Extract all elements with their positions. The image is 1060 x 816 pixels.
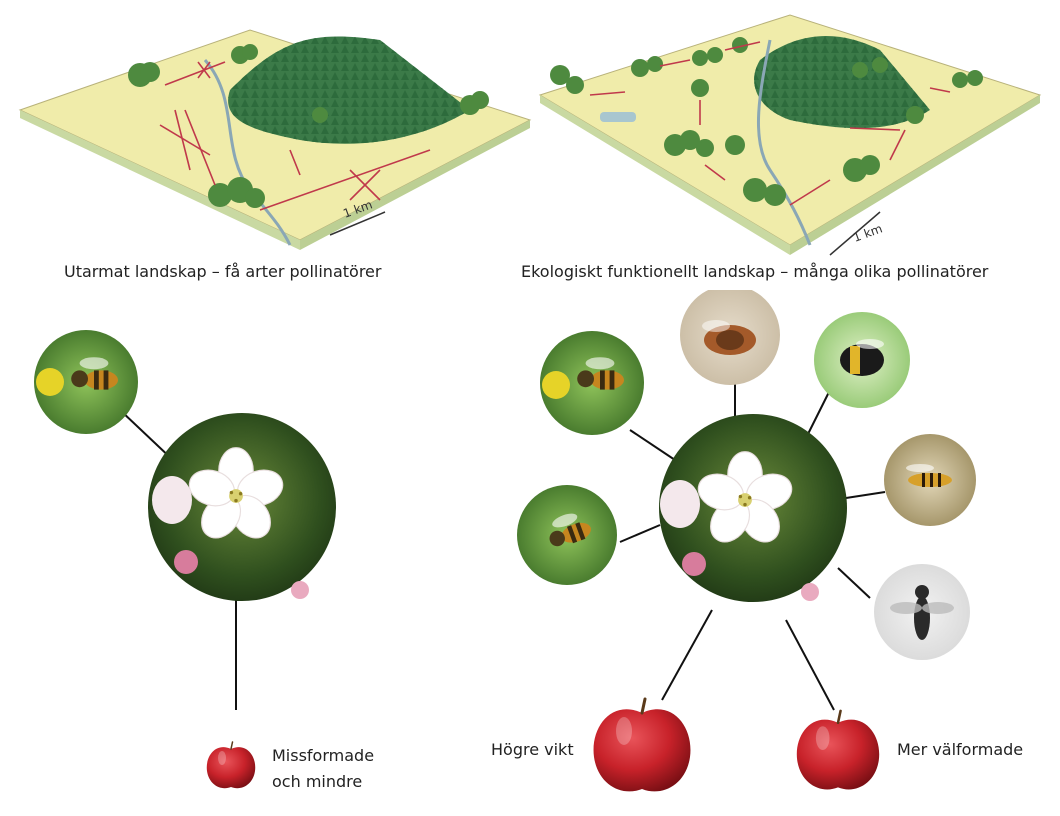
tree-cluster: [550, 37, 983, 206]
scale-bar-label: 1 km: [851, 221, 884, 244]
large-apple: [592, 697, 692, 793]
honeybee-photo: [540, 331, 644, 435]
blocked-links: [159, 61, 431, 211]
depleted-landscape-caption: Utarmat landskap – få arter pollinatörer: [64, 262, 382, 281]
honeybee-photo: [34, 330, 138, 434]
landscape-illustrations: 1 km: [18, 14, 1042, 256]
bumblebee-photo: [814, 312, 910, 408]
hoverfly-photo: [884, 434, 976, 526]
mining-bee-photo: [680, 290, 780, 385]
functional-landscape: 1 km: [538, 14, 1042, 256]
depleted-landscape: 1 km: [18, 29, 532, 250]
shapelier-label: Mer välformade: [897, 740, 1024, 759]
pollination-diagrams: [34, 290, 976, 793]
solitary-bee-photo: [874, 564, 970, 660]
tree-cluster: [128, 44, 489, 208]
functional-pollination-network: [517, 290, 976, 793]
mason-bee-photo: [517, 485, 617, 585]
misshapen-smaller-label: Missformade och mindre: [272, 746, 375, 791]
small-apple: [206, 741, 256, 789]
apple-blossom-photo: [148, 413, 336, 601]
habitat-links: [589, 41, 951, 206]
large-apple: [795, 709, 881, 791]
functional-landscape-caption: Ekologiskt funktionellt landskap – många…: [521, 262, 989, 281]
apple-blossom-photo: [659, 414, 847, 602]
depleted-pollination-network: [34, 330, 336, 789]
heavier-label: Högre vikt: [491, 740, 574, 759]
